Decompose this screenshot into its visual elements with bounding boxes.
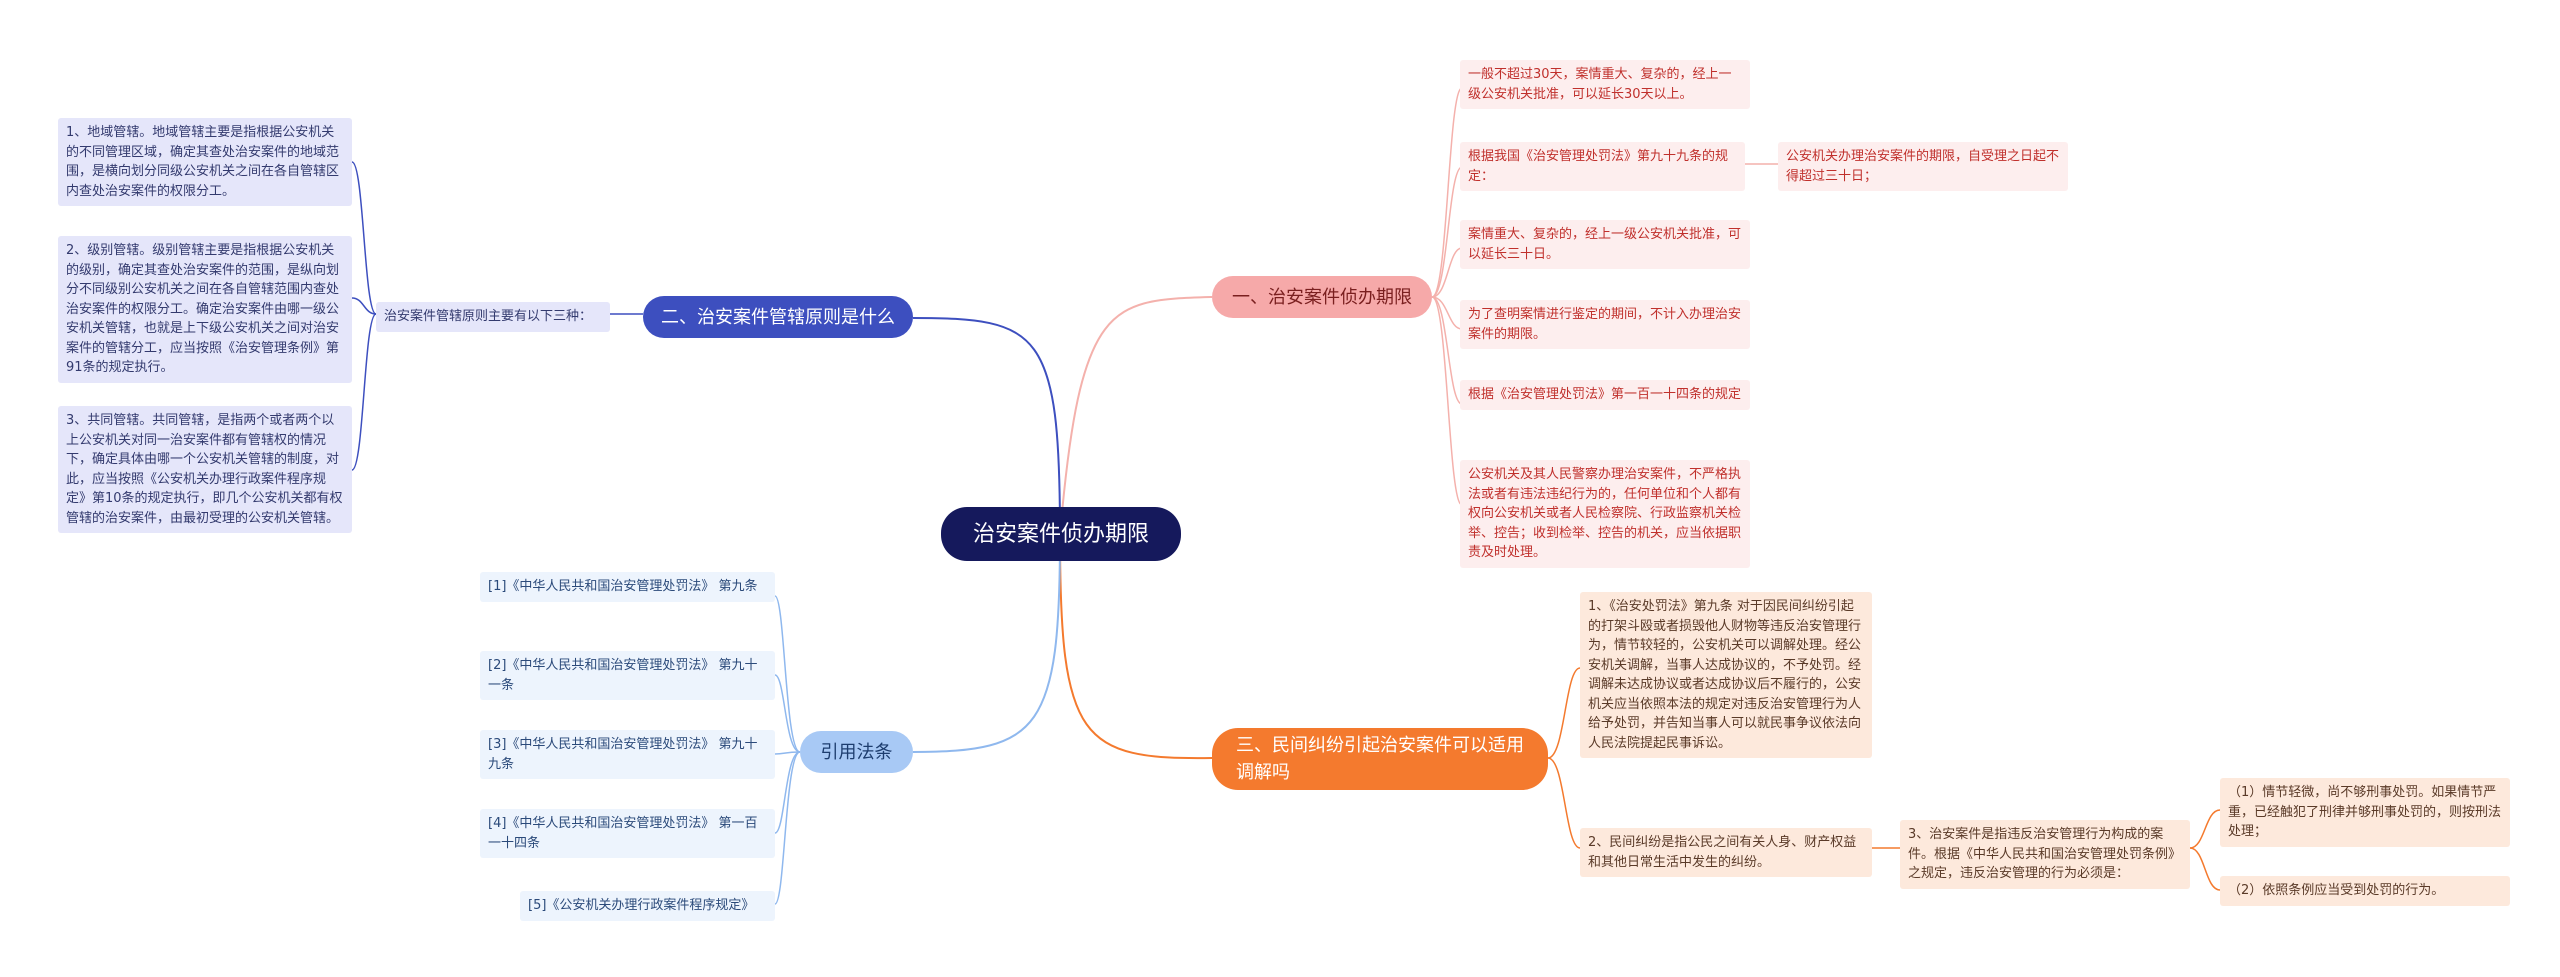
mediation-subitem-2[interactable]: （2）依照条例应当受到处罚的行为。 [2220,876,2510,906]
jurisdiction-item-2[interactable]: 2、级别管辖。级别管辖主要是指根据公安机关的级别，确定其查处治安案件的范围，是纵… [58,236,352,383]
period-item-4[interactable]: 为了查明案情进行鉴定的期间，不计入办理治安案件的期限。 [1460,300,1750,349]
law-citation-1[interactable]: [1]《中华人民共和国治安管理处罚法》 第九条 [480,572,775,602]
branch-investigation-period[interactable]: 一、治安案件侦办期限 [1212,276,1432,318]
branch-mediation[interactable]: 三、民间纠纷引起治安案件可以适用调解吗 [1212,728,1548,790]
period-item-3[interactable]: 案情重大、复杂的，经上一级公安机关批准，可以延长三十日。 [1460,220,1750,269]
mediation-item-2[interactable]: 2、民间纠纷是指公民之间有关人身、财产权益和其他日常生活中发生的纠纷。 [1580,828,1872,877]
mediation-item-1[interactable]: 1、《治安处罚法》第九条 对于因民间纠纷引起的打架斗殴或者损毁他人财物等违反治安… [1580,592,1872,758]
jurisdiction-item-1[interactable]: 1、地域管辖。地域管辖主要是指根据公安机关的不同管理区域，确定其查处治安案件的地… [58,118,352,206]
jurisdiction-item-3[interactable]: 3、共同管辖。共同管辖，是指两个或者两个以上公安机关对同一治安案件都有管辖权的情… [58,406,352,533]
root-topic[interactable]: 治安案件侦办期限 [941,507,1181,561]
mediation-subitem-1[interactable]: （1）情节轻微，尚不够刑事处罚。如果情节严重，已经触犯了刑律并够刑事处罚的，则按… [2220,778,2510,847]
branch-cited-laws[interactable]: 引用法条 [800,731,913,773]
mediation-item-3[interactable]: 3、治安案件是指违反治安管理行为构成的案件。根据《中华人民共和国治安管理处罚条例… [1900,820,2190,889]
law-citation-3[interactable]: [3]《中华人民共和国治安管理处罚法》 第九十九条 [480,730,775,779]
period-subitem[interactable]: 公安机关办理治安案件的期限，自受理之日起不得超过三十日； [1778,142,2068,191]
period-item-5[interactable]: 根据《治安管理处罚法》第一百一十四条的规定 [1460,380,1750,410]
law-citation-5[interactable]: [5]《公安机关办理行政案件程序规定》 [520,891,775,921]
jurisdiction-summary[interactable]: 治安案件管辖原则主要有以下三种： [376,302,610,332]
period-item-2[interactable]: 根据我国《治安管理处罚法》第九十九条的规定： [1460,142,1745,191]
period-item-6[interactable]: 公安机关及其人民警察办理治安案件，不严格执法或者有违法违纪行为的，任何单位和个人… [1460,460,1750,568]
branch-jurisdiction-principles[interactable]: 二、治安案件管辖原则是什么 [643,296,913,338]
law-citation-4[interactable]: [4]《中华人民共和国治安管理处罚法》 第一百一十四条 [480,809,775,858]
law-citation-2[interactable]: [2]《中华人民共和国治安管理处罚法》 第九十一条 [480,651,775,700]
period-item-1[interactable]: 一般不超过30天，案情重大、复杂的，经上一级公安机关批准，可以延长30天以上。 [1460,60,1750,109]
